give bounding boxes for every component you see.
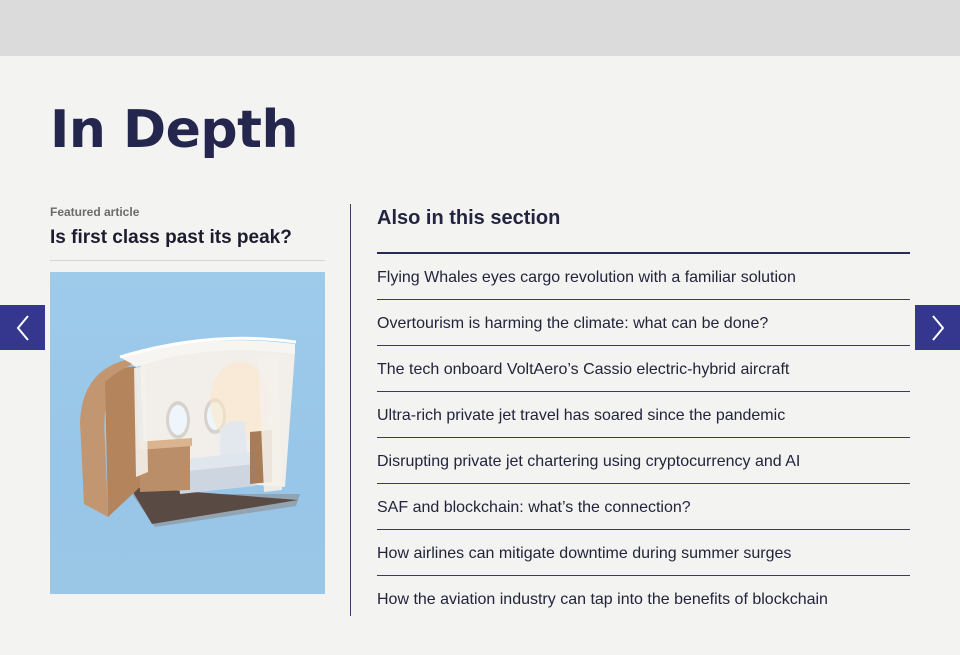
featured-title-link[interactable]: Is first class past its peak? — [50, 225, 325, 261]
article-link[interactable]: Disrupting private jet chartering using … — [377, 438, 910, 484]
carousel-prev-button[interactable] — [0, 305, 45, 350]
carousel-next-button[interactable] — [915, 305, 960, 350]
cabin-illustration — [80, 336, 300, 527]
also-in-section: Also in this section Flying Whales eyes … — [377, 204, 910, 621]
featured-image[interactable] — [50, 272, 325, 594]
chevron-left-icon — [16, 314, 29, 341]
top-bar — [0, 0, 960, 56]
article-link[interactable]: Overtourism is harming the climate: what… — [377, 300, 910, 346]
featured-kicker: Featured article — [50, 205, 140, 219]
article-link[interactable]: Flying Whales eyes cargo revolution with… — [377, 254, 910, 300]
column-divider — [350, 204, 351, 616]
article-link[interactable]: The tech onboard VoltAero’s Cassio elect… — [377, 346, 910, 392]
also-heading: Also in this section — [377, 204, 910, 254]
section-title: In Depth — [50, 100, 299, 160]
featured-article[interactable]: Featured article Is first class past its… — [50, 204, 325, 594]
chevron-right-icon — [931, 314, 944, 341]
article-link[interactable]: How airlines can mitigate downtime durin… — [377, 530, 910, 576]
article-list: Flying Whales eyes cargo revolution with… — [377, 254, 910, 621]
article-link[interactable]: Ultra-rich private jet travel has soared… — [377, 392, 910, 438]
article-link[interactable]: SAF and blockchain: what’s the connectio… — [377, 484, 910, 530]
article-link[interactable]: How the aviation industry can tap into t… — [377, 591, 828, 608]
